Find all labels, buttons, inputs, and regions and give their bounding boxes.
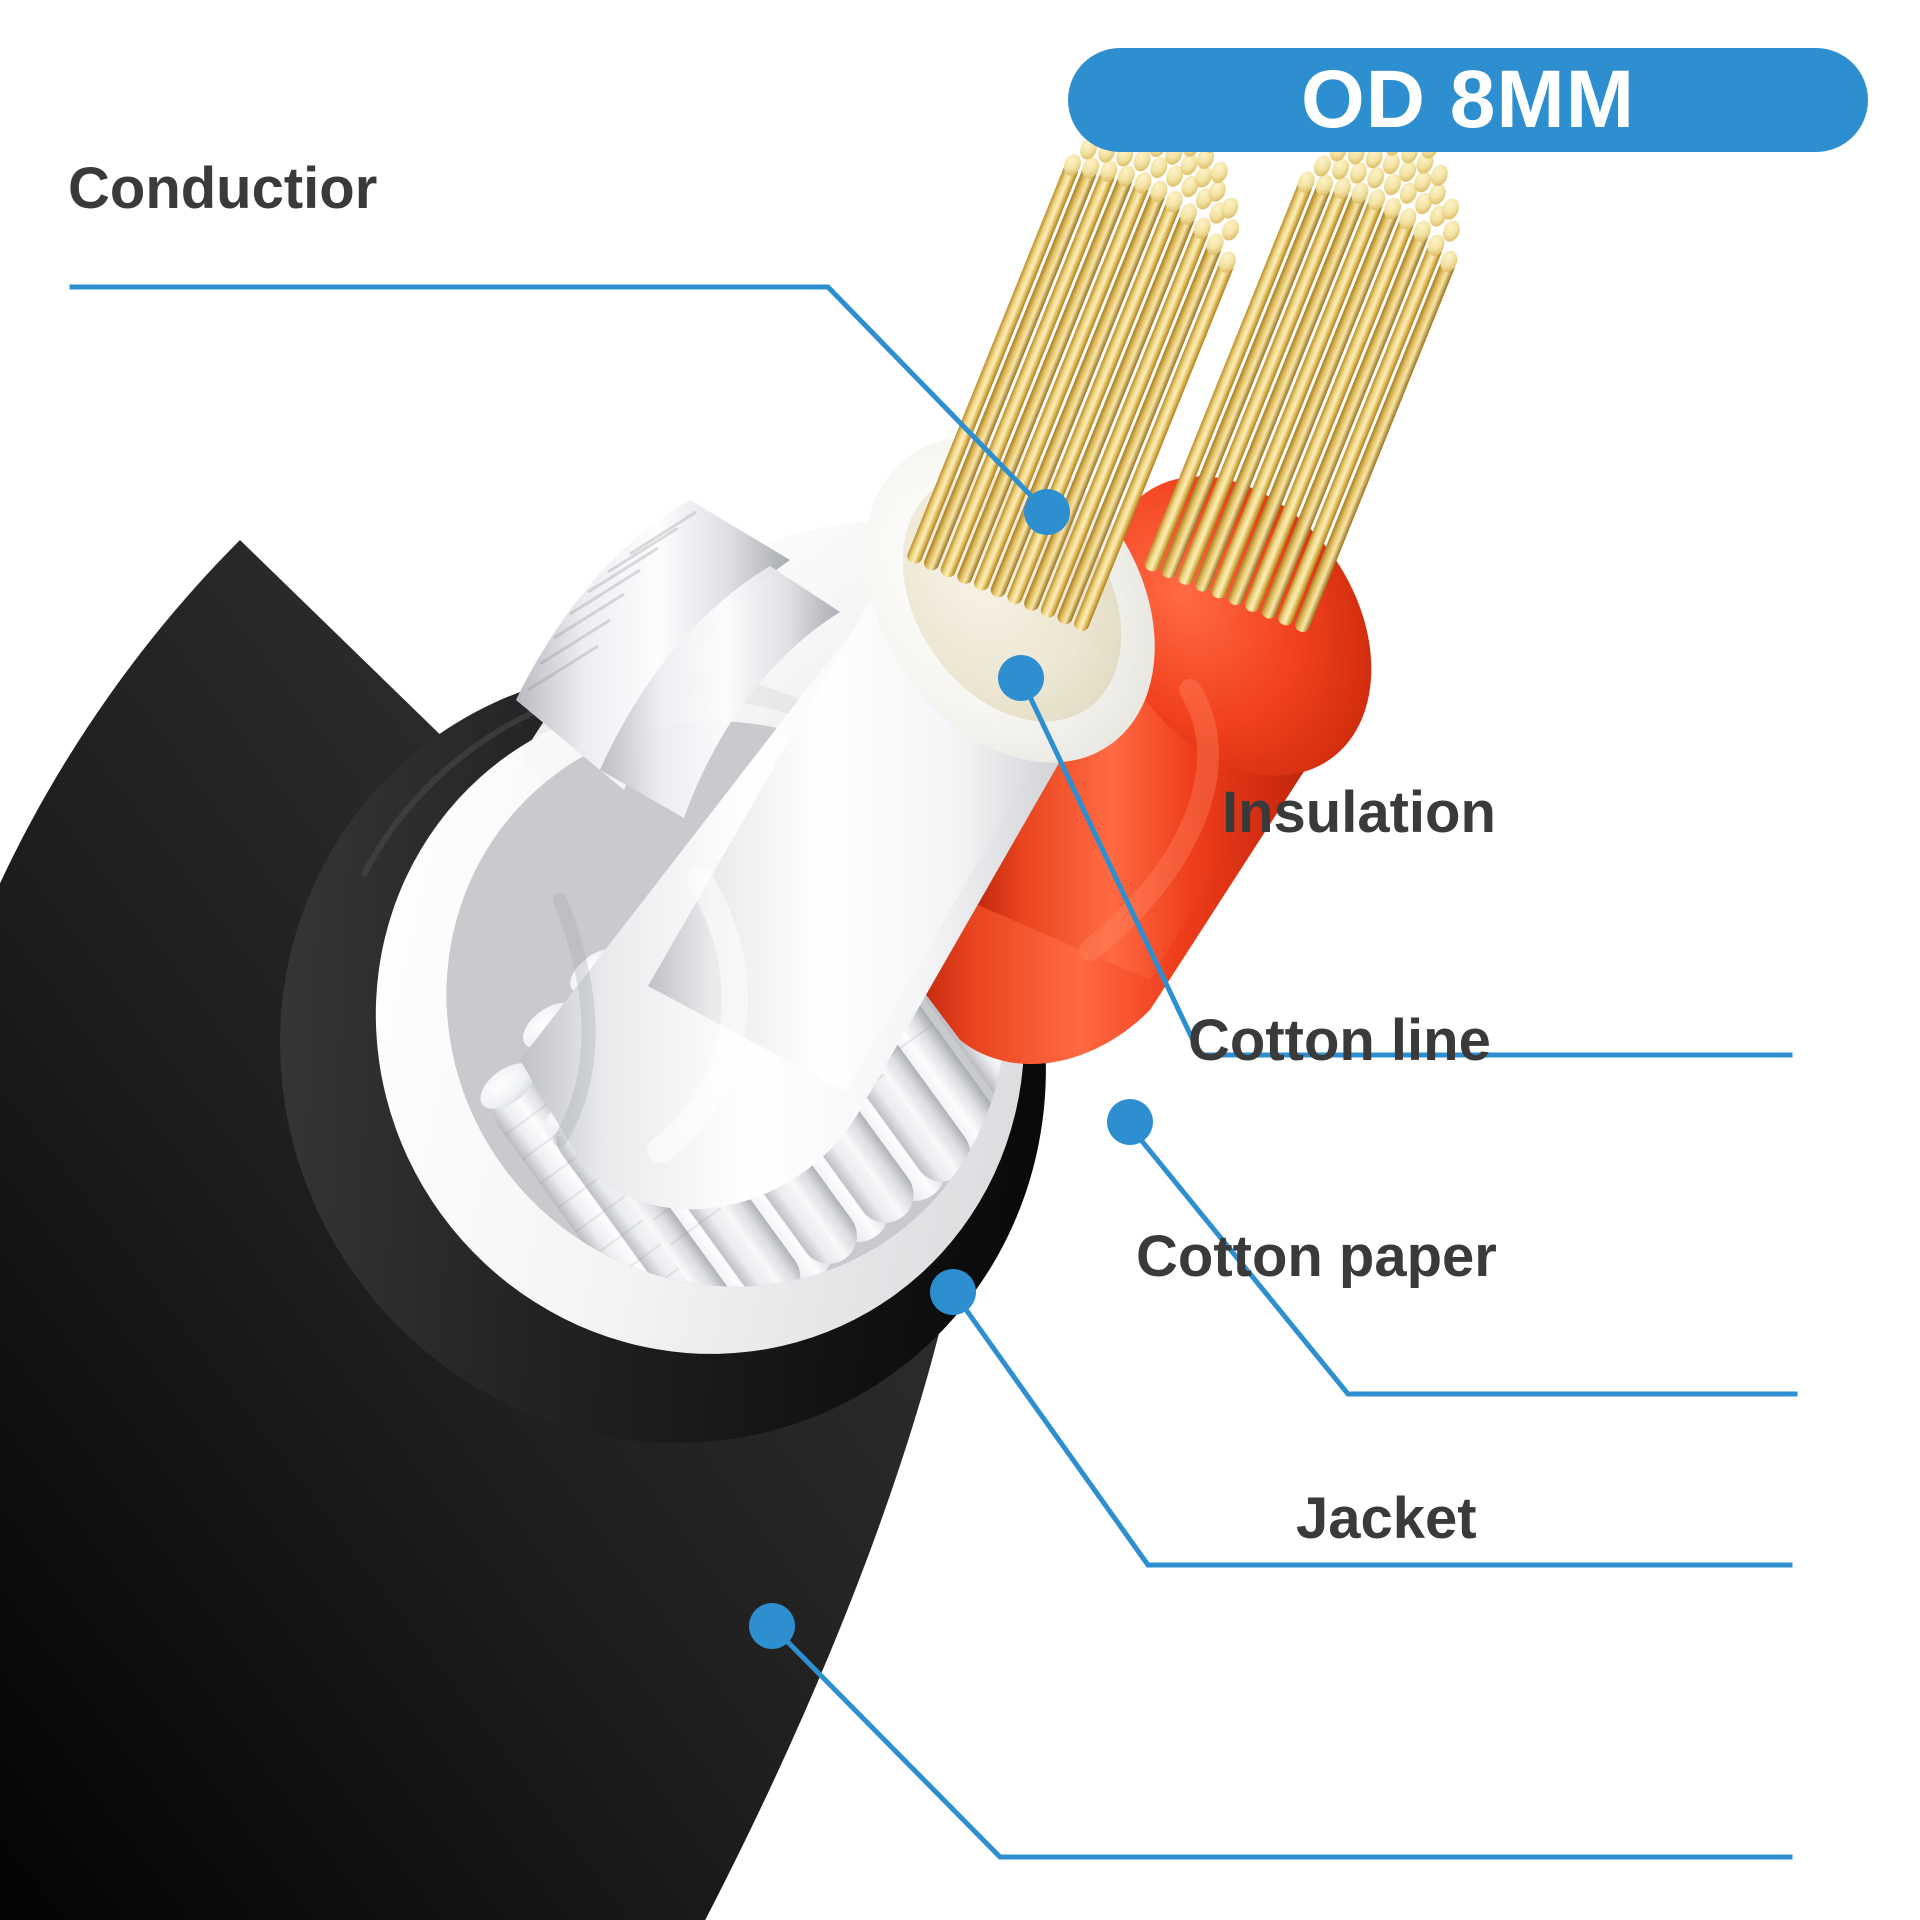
od-spec-badge-text: OD 8MM [1301, 54, 1635, 145]
conductor-red-core [1144, 115, 1460, 633]
callout-label-conductor: Conductior [68, 156, 378, 221]
callout-label-jacket: Jacket [1296, 1486, 1477, 1551]
callout-label-cotton-paper: Cotton paper [1136, 1224, 1497, 1289]
callout-label-insulation: Insulation [1222, 780, 1496, 845]
callout-label-cotton-line: Cotton line [1188, 1008, 1491, 1073]
od-spec-badge: OD 8MM [1068, 48, 1868, 152]
cotton-line-sleeve [516, 500, 840, 818]
